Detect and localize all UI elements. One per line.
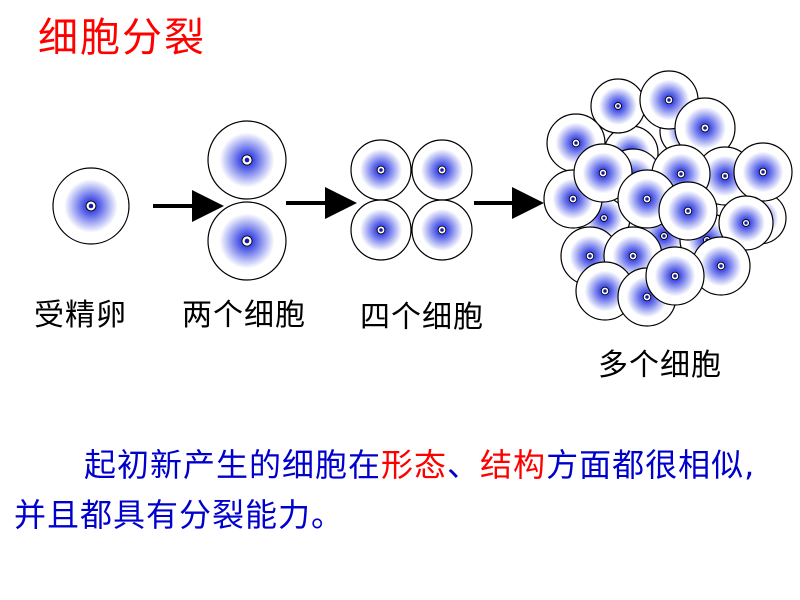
paragraph-separator: 、: [447, 446, 481, 484]
arrows-layer: [153, 187, 544, 222]
paragraph-text-1: 起初新产生的细胞在: [84, 446, 382, 484]
page-title: 细胞分裂: [38, 15, 206, 61]
many-cell-stage-cell: [573, 143, 633, 203]
many-cell-stage-cell: [733, 142, 793, 202]
many-cell-stage-cell: [645, 246, 705, 306]
zygote-cell: [52, 167, 130, 245]
paragraph-text-2: 方面都很相似,并且都具有分裂能力。: [14, 446, 756, 534]
stage-label-many-cells: 多个细胞: [598, 348, 722, 383]
stage-label-four-cells: 四个细胞: [360, 300, 484, 335]
many-cell-stage-cell: [674, 97, 736, 159]
description-paragraph: 起初新产生的细胞在形态、结构方面都很相似,并且都具有分裂能力。: [14, 440, 784, 540]
stage-label-zygote: 受精卵: [34, 298, 127, 333]
four-cell-stage-cell: [411, 139, 473, 201]
two-cell-stage-cell: [207, 201, 287, 281]
four-cell-stage-cell: [350, 199, 412, 261]
four-cell-stage-cell: [350, 139, 412, 201]
many-cell-stage-cell: [658, 181, 718, 241]
keyword-structure: 结构: [480, 446, 547, 484]
keyword-morphology: 形态: [381, 446, 448, 484]
cells-layer: [52, 70, 793, 327]
many-cell-stage-cell: [691, 236, 751, 296]
two-cell-stage-cell: [207, 120, 287, 200]
four-cell-stage-cell: [411, 199, 473, 261]
stage-label-two-cells: 两个细胞: [182, 298, 306, 333]
many-cell-stage-cell: [718, 195, 774, 251]
